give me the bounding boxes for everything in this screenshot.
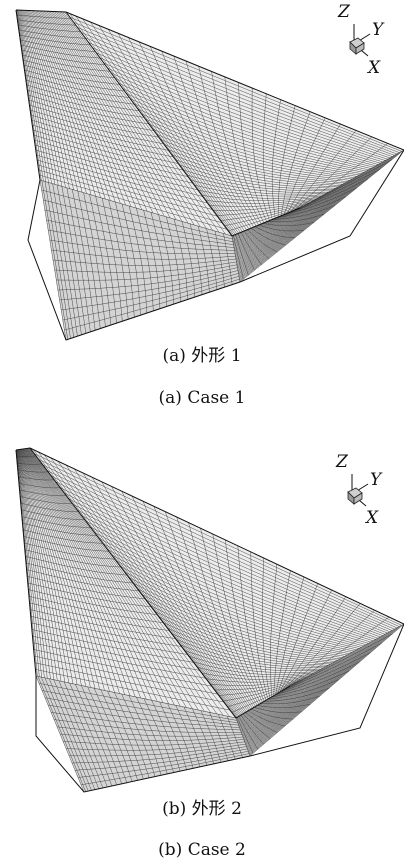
axis-label-z: Z <box>336 452 348 472</box>
mesh-lower-face <box>39 179 241 341</box>
axis-label-y: Y <box>370 470 382 490</box>
mesh-trailing-face <box>235 623 404 757</box>
axis-triad-case-2: Z Y X <box>336 452 396 527</box>
mesh-right-face <box>65 11 404 237</box>
figure-b-panel: Z Y X <box>0 436 404 798</box>
mesh-surface-case-1 <box>15 9 404 341</box>
mesh-lower-face <box>35 675 251 793</box>
axis-triad-case-1: Z Y X <box>338 2 398 77</box>
figure-b-caption-zh: (b) 外形 2 <box>162 799 242 819</box>
axis-label-y: Y <box>372 20 384 40</box>
axis-label-x: X <box>366 508 379 528</box>
axis-label-x: X <box>368 58 381 78</box>
mesh-ridge-line <box>65 11 301 237</box>
mesh-left-face <box>15 9 233 237</box>
mesh-ridge-line <box>29 447 291 719</box>
figure-a-panel: Z Y X <box>0 0 404 345</box>
mesh-outline <box>15 447 404 793</box>
mesh-outline <box>15 9 404 341</box>
figure-b-caption-en: (b) Case 2 <box>158 840 246 860</box>
mesh-surface-case-2 <box>15 447 404 793</box>
axis-triad-icon <box>347 474 369 507</box>
axis-triad-icon <box>349 24 371 57</box>
figure-a-caption-zh: (a) 外形 1 <box>162 346 242 366</box>
axis-label-z: Z <box>338 2 350 22</box>
mesh-trailing-face <box>231 149 404 283</box>
figure-a-caption-en: (a) Case 1 <box>158 388 246 408</box>
